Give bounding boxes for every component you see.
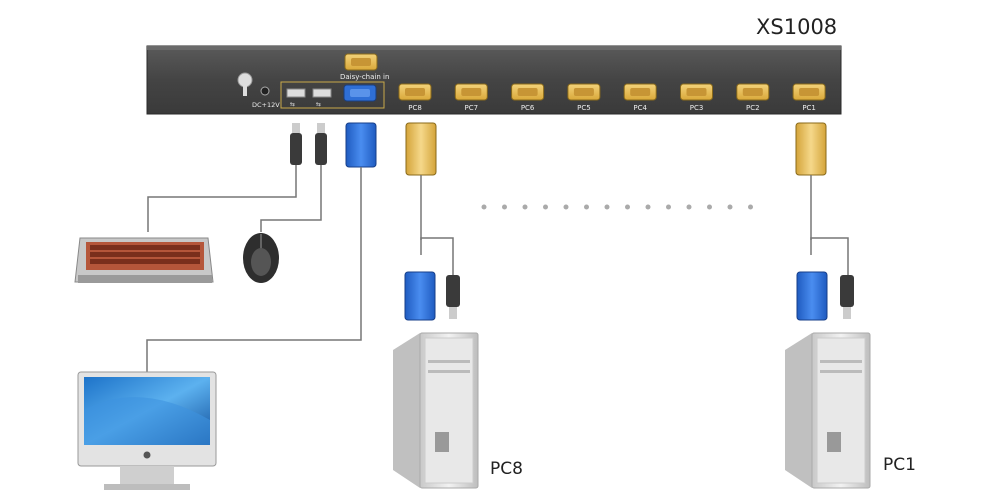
port-label: PC6 (521, 104, 535, 112)
ellipsis-dot (584, 204, 589, 210)
pc-port-pc1: PC1 (792, 83, 826, 112)
keyboard-usb-cable (147, 123, 302, 232)
device-model-label: XS1008 (756, 15, 837, 39)
ellipsis-dot (625, 204, 630, 210)
monitor-icon (77, 371, 217, 490)
kvm-switch-chassis (146, 45, 842, 115)
svg-text:⇆: ⇆ (316, 101, 321, 108)
ellipsis-dot (543, 204, 548, 210)
pc-port-row: PC8 PC7 PC6 PC5 PC4 PC3 PC2 PC1 (398, 83, 826, 112)
pc-port-pc8: PC8 (398, 83, 432, 112)
usb-icon: ⇆ (286, 88, 306, 108)
pc-port-pc3: PC3 (680, 83, 713, 112)
vga-port-icon (343, 84, 377, 102)
computer-pc1: PC1 (785, 122, 916, 489)
ellipsis-dot (645, 204, 651, 210)
ellipsis-dot (502, 204, 507, 210)
port-label: PC1 (802, 104, 816, 112)
keyboard-icon (74, 237, 214, 283)
pc-port-pc6: PC6 (511, 83, 545, 112)
ellipsis-dot (707, 204, 712, 210)
mouse-icon (243, 233, 279, 283)
ellipsis-dot (522, 204, 528, 210)
computer-pc8: PC8 (393, 122, 523, 489)
pc-port-pc2: PC2 (736, 83, 770, 112)
pc-port-pc4: PC4 (623, 83, 657, 112)
monitor-vga-cable (146, 122, 377, 372)
mouse-usb-cable (260, 123, 327, 232)
port-label: PC3 (690, 104, 704, 112)
pc1-vga-cable (795, 122, 854, 321)
usb-icon: ⇆ (312, 88, 332, 108)
pc8-label: PC8 (490, 459, 523, 479)
ellipsis-dots (481, 204, 753, 210)
ellipsis-dot (727, 204, 733, 210)
ellipsis-dot (748, 204, 753, 210)
power-label: DC+12V (252, 101, 280, 109)
daisy-chain-label: Daisy-chain in (340, 73, 389, 81)
daisy-chain-port (344, 53, 378, 71)
ellipsis-dot (563, 204, 569, 210)
svg-text:⇆: ⇆ (290, 101, 295, 108)
pc-port-pc7: PC7 (454, 83, 488, 112)
ellipsis-dot (686, 204, 692, 210)
pc8-vga-cable (404, 122, 460, 321)
apple-logo-icon (143, 451, 151, 459)
ellipsis-dot (604, 204, 610, 210)
computer-tower-icon (785, 332, 871, 489)
port-label: PC7 (465, 104, 479, 112)
ellipsis-dot (481, 204, 487, 210)
dc-power-jack (260, 86, 270, 96)
pc1-label: PC1 (883, 455, 916, 475)
port-label: PC5 (577, 104, 591, 112)
console-port-group (280, 81, 385, 109)
port-label: PC2 (746, 104, 760, 112)
port-label: PC4 (633, 104, 647, 112)
pc-port-pc5: PC5 (567, 83, 601, 112)
power-button-icon (237, 72, 253, 96)
computer-tower-icon (393, 332, 479, 489)
ellipsis-dot (666, 204, 671, 210)
port-label: PC8 (408, 104, 422, 112)
